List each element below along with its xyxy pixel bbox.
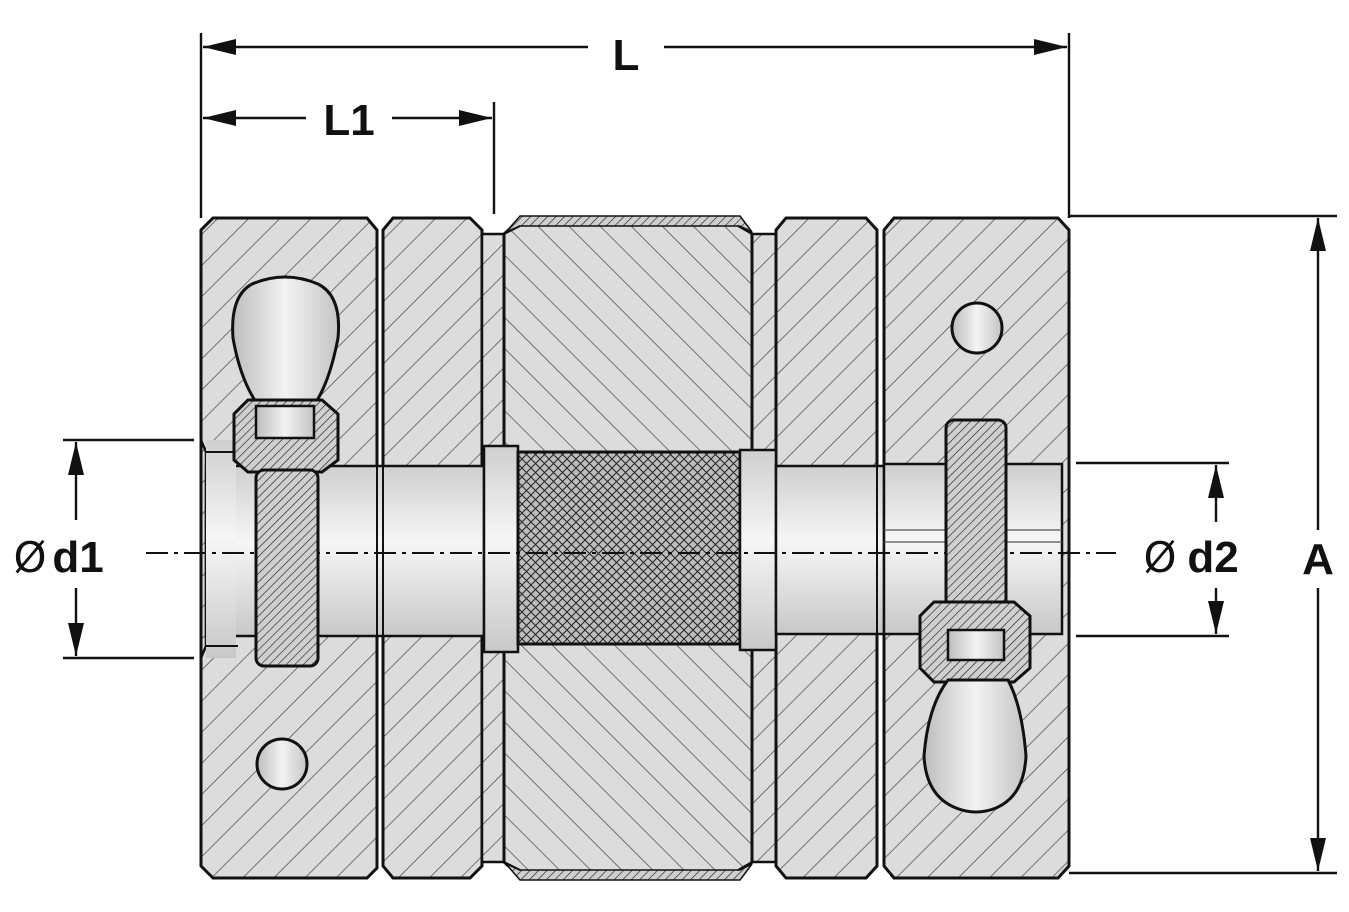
label-d1: d1 — [52, 533, 103, 582]
shaft-bore — [199, 439, 1064, 659]
left-clamp-screw — [231, 275, 341, 791]
label-A: A — [1302, 535, 1334, 584]
label-d2-diameter-symbol: Ø — [1143, 533, 1176, 582]
label-L1: L1 — [323, 96, 374, 145]
label-L: L — [613, 31, 640, 80]
dimension-labels: L L1 A Ø d1 Ø d2 — [13, 31, 1333, 584]
label-d1-diameter-symbol: Ø — [13, 533, 46, 582]
label-d2: d2 — [1187, 533, 1238, 582]
right-clamp-screw — [918, 301, 1032, 814]
dimension-lines — [63, 33, 1337, 875]
